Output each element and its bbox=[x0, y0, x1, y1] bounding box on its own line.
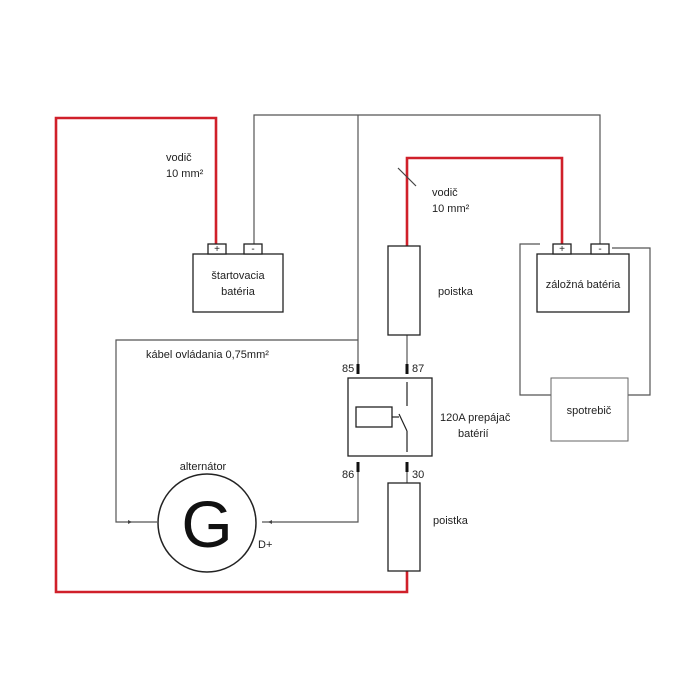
switch-tick bbox=[397, 167, 417, 187]
wire-86-to-d-plus bbox=[262, 470, 359, 523]
fuse-top-label: poistka bbox=[438, 286, 474, 298]
starter-battery-plus-terminal bbox=[207, 243, 227, 255]
starter-battery-minus-terminal bbox=[243, 243, 263, 255]
wire-top-bus bbox=[253, 114, 601, 244]
backup-battery bbox=[536, 253, 630, 313]
fuse-bottom-label: poistka bbox=[433, 515, 469, 527]
relay-coil bbox=[355, 406, 393, 428]
pin-87-label: 87 bbox=[412, 363, 424, 375]
backup-battery-label: záložná batéria bbox=[546, 279, 621, 291]
pin-86-label: 86 bbox=[342, 469, 354, 481]
backup-battery-plus-terminal bbox=[552, 243, 572, 255]
alternator-d-plus: D+ bbox=[258, 539, 272, 551]
wire-red-top-right bbox=[405, 156, 564, 246]
backup-plus-sign: + bbox=[559, 244, 565, 255]
starter-plus-sign: + bbox=[214, 244, 220, 255]
starter-minus-sign: - bbox=[251, 244, 254, 255]
control-cable-label: kábel ovládania 0,75mm² bbox=[146, 349, 269, 361]
consumer-label: spotrebič bbox=[567, 405, 612, 417]
starter-battery-label-2: batéria bbox=[221, 286, 256, 298]
alternator-label: alternátor bbox=[180, 461, 227, 473]
marker-left bbox=[128, 520, 132, 524]
alternator-symbol bbox=[157, 473, 257, 573]
wire-backup-consumer bbox=[519, 243, 651, 396]
pin-85-label: 85 bbox=[342, 363, 354, 375]
relay-contact bbox=[398, 382, 408, 452]
wire-top-right-label-1: vodič bbox=[432, 187, 458, 199]
backup-minus-sign: - bbox=[598, 244, 601, 255]
wire-top-right-label-2: 10 mm² bbox=[432, 203, 470, 215]
relay-label-2: batérií bbox=[458, 428, 489, 440]
generator-letter: G bbox=[181, 487, 232, 561]
wire-top-left-label-2: 10 mm² bbox=[166, 168, 204, 180]
backup-battery-minus-terminal bbox=[590, 243, 610, 255]
wire-top-left-label-1: vodič bbox=[166, 152, 192, 164]
wire-red-starter-loop bbox=[54, 116, 409, 594]
fuse-bottom bbox=[387, 482, 421, 572]
marker-right bbox=[268, 520, 272, 524]
wire-control-cable bbox=[115, 339, 358, 523]
starter-battery-label-1: štartovacia bbox=[211, 270, 265, 282]
fuse-top bbox=[387, 245, 421, 336]
pin-30-label: 30 bbox=[412, 469, 424, 481]
relay-label-1: 120A prepájač bbox=[440, 412, 511, 424]
starter-battery bbox=[192, 253, 284, 313]
consumer-box bbox=[550, 377, 629, 442]
